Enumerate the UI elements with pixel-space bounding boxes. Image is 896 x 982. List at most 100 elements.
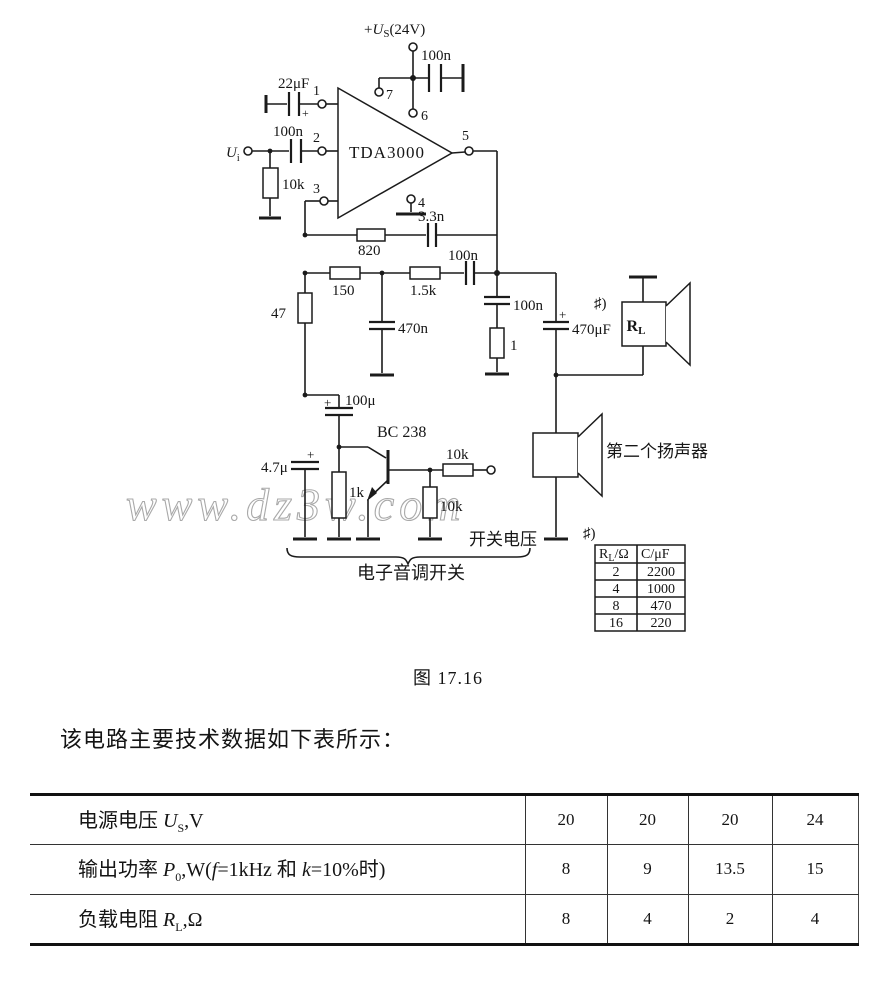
polarity-plus: + (302, 106, 309, 120)
opamp-tda3000: TDA3000 (337, 86, 454, 220)
feedback-network: 820 3.3n (302, 209, 497, 259)
transistor-label: BC 238 (377, 424, 426, 441)
note-table: ♯) RL/Ω C/μF 2 2200 4 1000 8 470 16 220 (583, 526, 686, 632)
switch-voltage-terminal (486, 465, 496, 475)
cap-3n3-label: 3.3n (418, 209, 445, 225)
svg-text:3: 3 (313, 182, 320, 197)
resistor-1-label: 1 (510, 338, 518, 354)
cell-value: 2 (687, 894, 772, 945)
rl-label: RL (627, 318, 646, 337)
svg-text:220: 220 (651, 616, 672, 631)
svg-text:5: 5 (462, 129, 469, 144)
svg-text:4.7μ: 4.7μ (261, 460, 288, 476)
row-label: 输出功率 P0,W(f=1kHz 和 k=10%时) (30, 844, 525, 895)
polarity-plus: + (324, 395, 331, 410)
svg-text:10k: 10k (282, 177, 305, 193)
cell-value: 4 (606, 894, 688, 945)
svg-text:7: 7 (386, 88, 393, 103)
resistor-10k-shunt: 10k (418, 470, 463, 541)
cap-100n-mid-label: 100n (448, 248, 479, 264)
pin-3: 3 (304, 182, 338, 235)
circuit-diagram: www.dz3w.com +US(24V) 100n TDA3000 7 6 4 (125, 22, 708, 632)
resistor-1k: 1k (327, 447, 365, 541)
svg-text:47: 47 (271, 306, 287, 322)
pin-4: 4 (396, 194, 426, 216)
polarity-plus: + (559, 307, 566, 322)
emitter-arrow (367, 487, 377, 501)
resistor-150-label: 150 (332, 283, 355, 299)
transistor-bc238: BC 238 (339, 424, 443, 541)
svg-text:100n: 100n (273, 124, 304, 140)
cell-value: 8 (524, 844, 607, 895)
pin-7: 7 (374, 78, 393, 103)
cell-value: 20 (606, 794, 688, 846)
svg-text:4: 4 (418, 196, 425, 211)
tone-network: 150 1.5k 100n (302, 248, 556, 299)
second-speaker: 第二个扬声器 (532, 412, 708, 541)
svg-text:1k: 1k (349, 485, 365, 501)
resistor-10k-series: 10k (442, 447, 496, 477)
svg-text:2200: 2200 (647, 565, 675, 580)
brace (286, 547, 531, 567)
cell-value: 9 (606, 844, 688, 895)
svg-text:22μF: 22μF (278, 76, 309, 92)
second-speaker-label: 第二个扬声器 (606, 442, 708, 461)
speaker-horn (577, 412, 603, 498)
note-table-header-c: C/μF (641, 547, 670, 562)
cell-value: 24 (771, 794, 858, 846)
cell-value: 20 (524, 794, 607, 846)
ic-label: TDA3000 (349, 143, 425, 162)
svg-text:2: 2 (613, 565, 620, 580)
pin-6: 6 (408, 78, 428, 124)
svg-text:6: 6 (421, 109, 428, 124)
cell-value: 8 (524, 894, 607, 945)
pin-2: 2 (313, 131, 338, 156)
svg-text:8: 8 (613, 599, 620, 614)
input-terminal: Ui (226, 145, 289, 164)
cap-22uf: 22μF + (264, 76, 318, 120)
row-label: 电源电压 US,V (30, 794, 525, 846)
resistor-10k-input: 10k (259, 151, 305, 220)
cap-100n-zobel-label: 100n (513, 298, 544, 314)
svg-text:100μ: 100μ (345, 393, 376, 409)
intro-text: 该电路主要技术数据如下表所示： (60, 727, 406, 752)
coupling-cap-470uf: + 470μF (543, 273, 644, 433)
cap-470n: 470n (369, 273, 429, 377)
svg-text:10k: 10k (446, 447, 469, 463)
svg-text:2: 2 (313, 131, 320, 146)
decoupling-cap-100n: 100n (421, 48, 465, 92)
polarity-plus: + (307, 447, 314, 462)
tone-switch-label: 电子音调开关 (357, 563, 465, 583)
cap-4u7: 4.7μ + (261, 447, 319, 541)
input-cap-100n: 100n (273, 124, 318, 163)
switch-voltage-label: 开关电压 (469, 530, 537, 549)
svg-text:Ui: Ui (226, 145, 240, 164)
cap-label: 100n (421, 48, 452, 64)
svg-text:470n: 470n (398, 321, 429, 337)
svg-text:470μF: 470μF (572, 322, 611, 338)
svg-text:+US(24V): +US(24V) (364, 22, 425, 40)
note-marker: ♯) (583, 526, 596, 542)
cap-100u: + 100μ (302, 392, 376, 450)
supply-terminal: +US(24V) (364, 22, 429, 81)
table-row-supply-voltage: 电源电压 US,V 20 20 20 24 (30, 794, 858, 846)
figure-caption: 图 17.16 (413, 668, 483, 688)
svg-text:470: 470 (651, 599, 672, 614)
cell-value: 15 (771, 844, 858, 895)
spec-table: 电源电压 US,V 20 20 20 24 输出功率 P0,W(f=1kHz 和… (30, 793, 859, 946)
watermark-text: www.dz3w.com (126, 479, 465, 530)
svg-text:10k: 10k (440, 499, 463, 515)
speaker-horn (665, 281, 691, 367)
pin-5-output: 5 (451, 129, 498, 273)
svg-text:4: 4 (613, 582, 620, 597)
row-label: 负载电阻 RL,Ω (78, 908, 203, 934)
note-table-header-rl: RL/Ω (599, 547, 629, 564)
svg-text:16: 16 (609, 616, 623, 631)
resistor-820-label: 820 (358, 243, 381, 259)
speaker-rl: ♯) RL (594, 275, 691, 367)
resistor-1k5-label: 1.5k (410, 283, 437, 299)
cell-value: 4 (771, 894, 858, 945)
svg-text:1000: 1000 (647, 582, 675, 597)
table-row-load-resistance: 负载电阻 RL,Ω 8 4 2 4 (30, 894, 858, 945)
table-row-output-power: 输出功率 P0,W(f=1kHz 和 k=10%时) 8 9 13.5 15 (30, 844, 858, 895)
